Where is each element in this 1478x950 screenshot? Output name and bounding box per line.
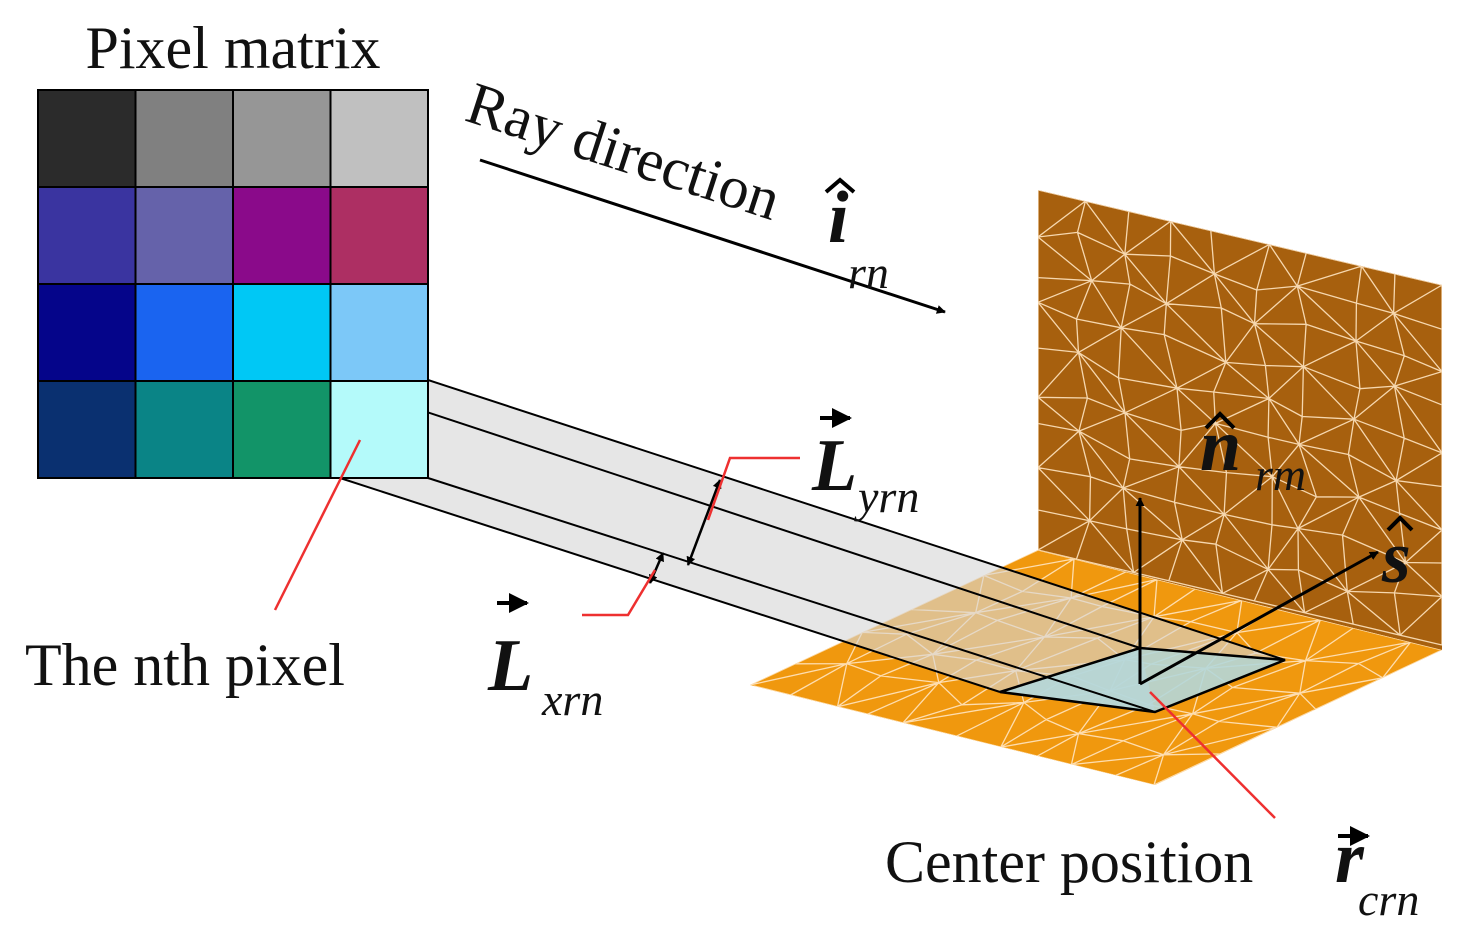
pixel-cell xyxy=(37,283,137,382)
s-symbol: s xyxy=(1381,515,1414,599)
svg-text:yrn: yrn xyxy=(854,471,919,522)
pixel-matrix-grid xyxy=(37,89,429,479)
pixel-cell xyxy=(329,283,429,382)
ray-beam xyxy=(329,379,1286,714)
svg-text:L: L xyxy=(811,425,857,507)
n-rm-symbol: n rm xyxy=(1200,405,1306,500)
l-yrn-dimension-arrow xyxy=(686,479,722,566)
pixel-cell xyxy=(232,283,332,382)
l-yrn-symbol: L yrn xyxy=(811,408,919,522)
pixel-cell xyxy=(134,186,234,285)
pixel-cell xyxy=(134,380,234,479)
svg-text:rm: rm xyxy=(1255,449,1306,500)
pixel-cell xyxy=(329,89,429,188)
l-xrn-leader-line xyxy=(582,569,657,617)
pixel-cell xyxy=(134,283,234,382)
beam-footprint xyxy=(1000,648,1285,712)
pixel-cell xyxy=(37,186,137,285)
svg-text:xrn: xrn xyxy=(541,674,603,725)
pixel-cell xyxy=(37,380,137,479)
pixel-cell xyxy=(329,186,429,285)
l-yrn-leader-line xyxy=(706,456,800,521)
pixel-cell xyxy=(37,89,137,188)
nth-pixel-label: The nth pixel xyxy=(25,632,345,698)
svg-text:rn: rn xyxy=(848,247,889,298)
svg-text:L: L xyxy=(487,625,533,707)
pixel-cell xyxy=(232,380,332,479)
l-xrn-symbol: L xrn xyxy=(487,593,603,725)
svg-text:crn: crn xyxy=(1358,874,1419,925)
s-vector-arrow xyxy=(1139,550,1379,686)
nth-pixel-leader-line xyxy=(273,439,362,611)
svg-text:n: n xyxy=(1200,405,1241,487)
pixel-cell xyxy=(232,89,332,188)
center-position-leader-line xyxy=(1149,691,1276,819)
ray-direction-arrow xyxy=(479,158,946,314)
pixel-cell xyxy=(329,380,429,479)
svg-text:i: i xyxy=(828,177,849,259)
i-rn-symbol: i rn xyxy=(824,177,889,298)
pixel-matrix-title: Pixel matrix xyxy=(86,15,381,81)
l-xrn-dimension-arrow xyxy=(648,552,665,584)
pixel-cell xyxy=(134,89,234,188)
pixel-cell xyxy=(232,186,332,285)
center-position-label: Center position xyxy=(885,829,1253,895)
r-crn-symbol: r crn xyxy=(1335,817,1419,925)
svg-text:s: s xyxy=(1381,517,1411,599)
